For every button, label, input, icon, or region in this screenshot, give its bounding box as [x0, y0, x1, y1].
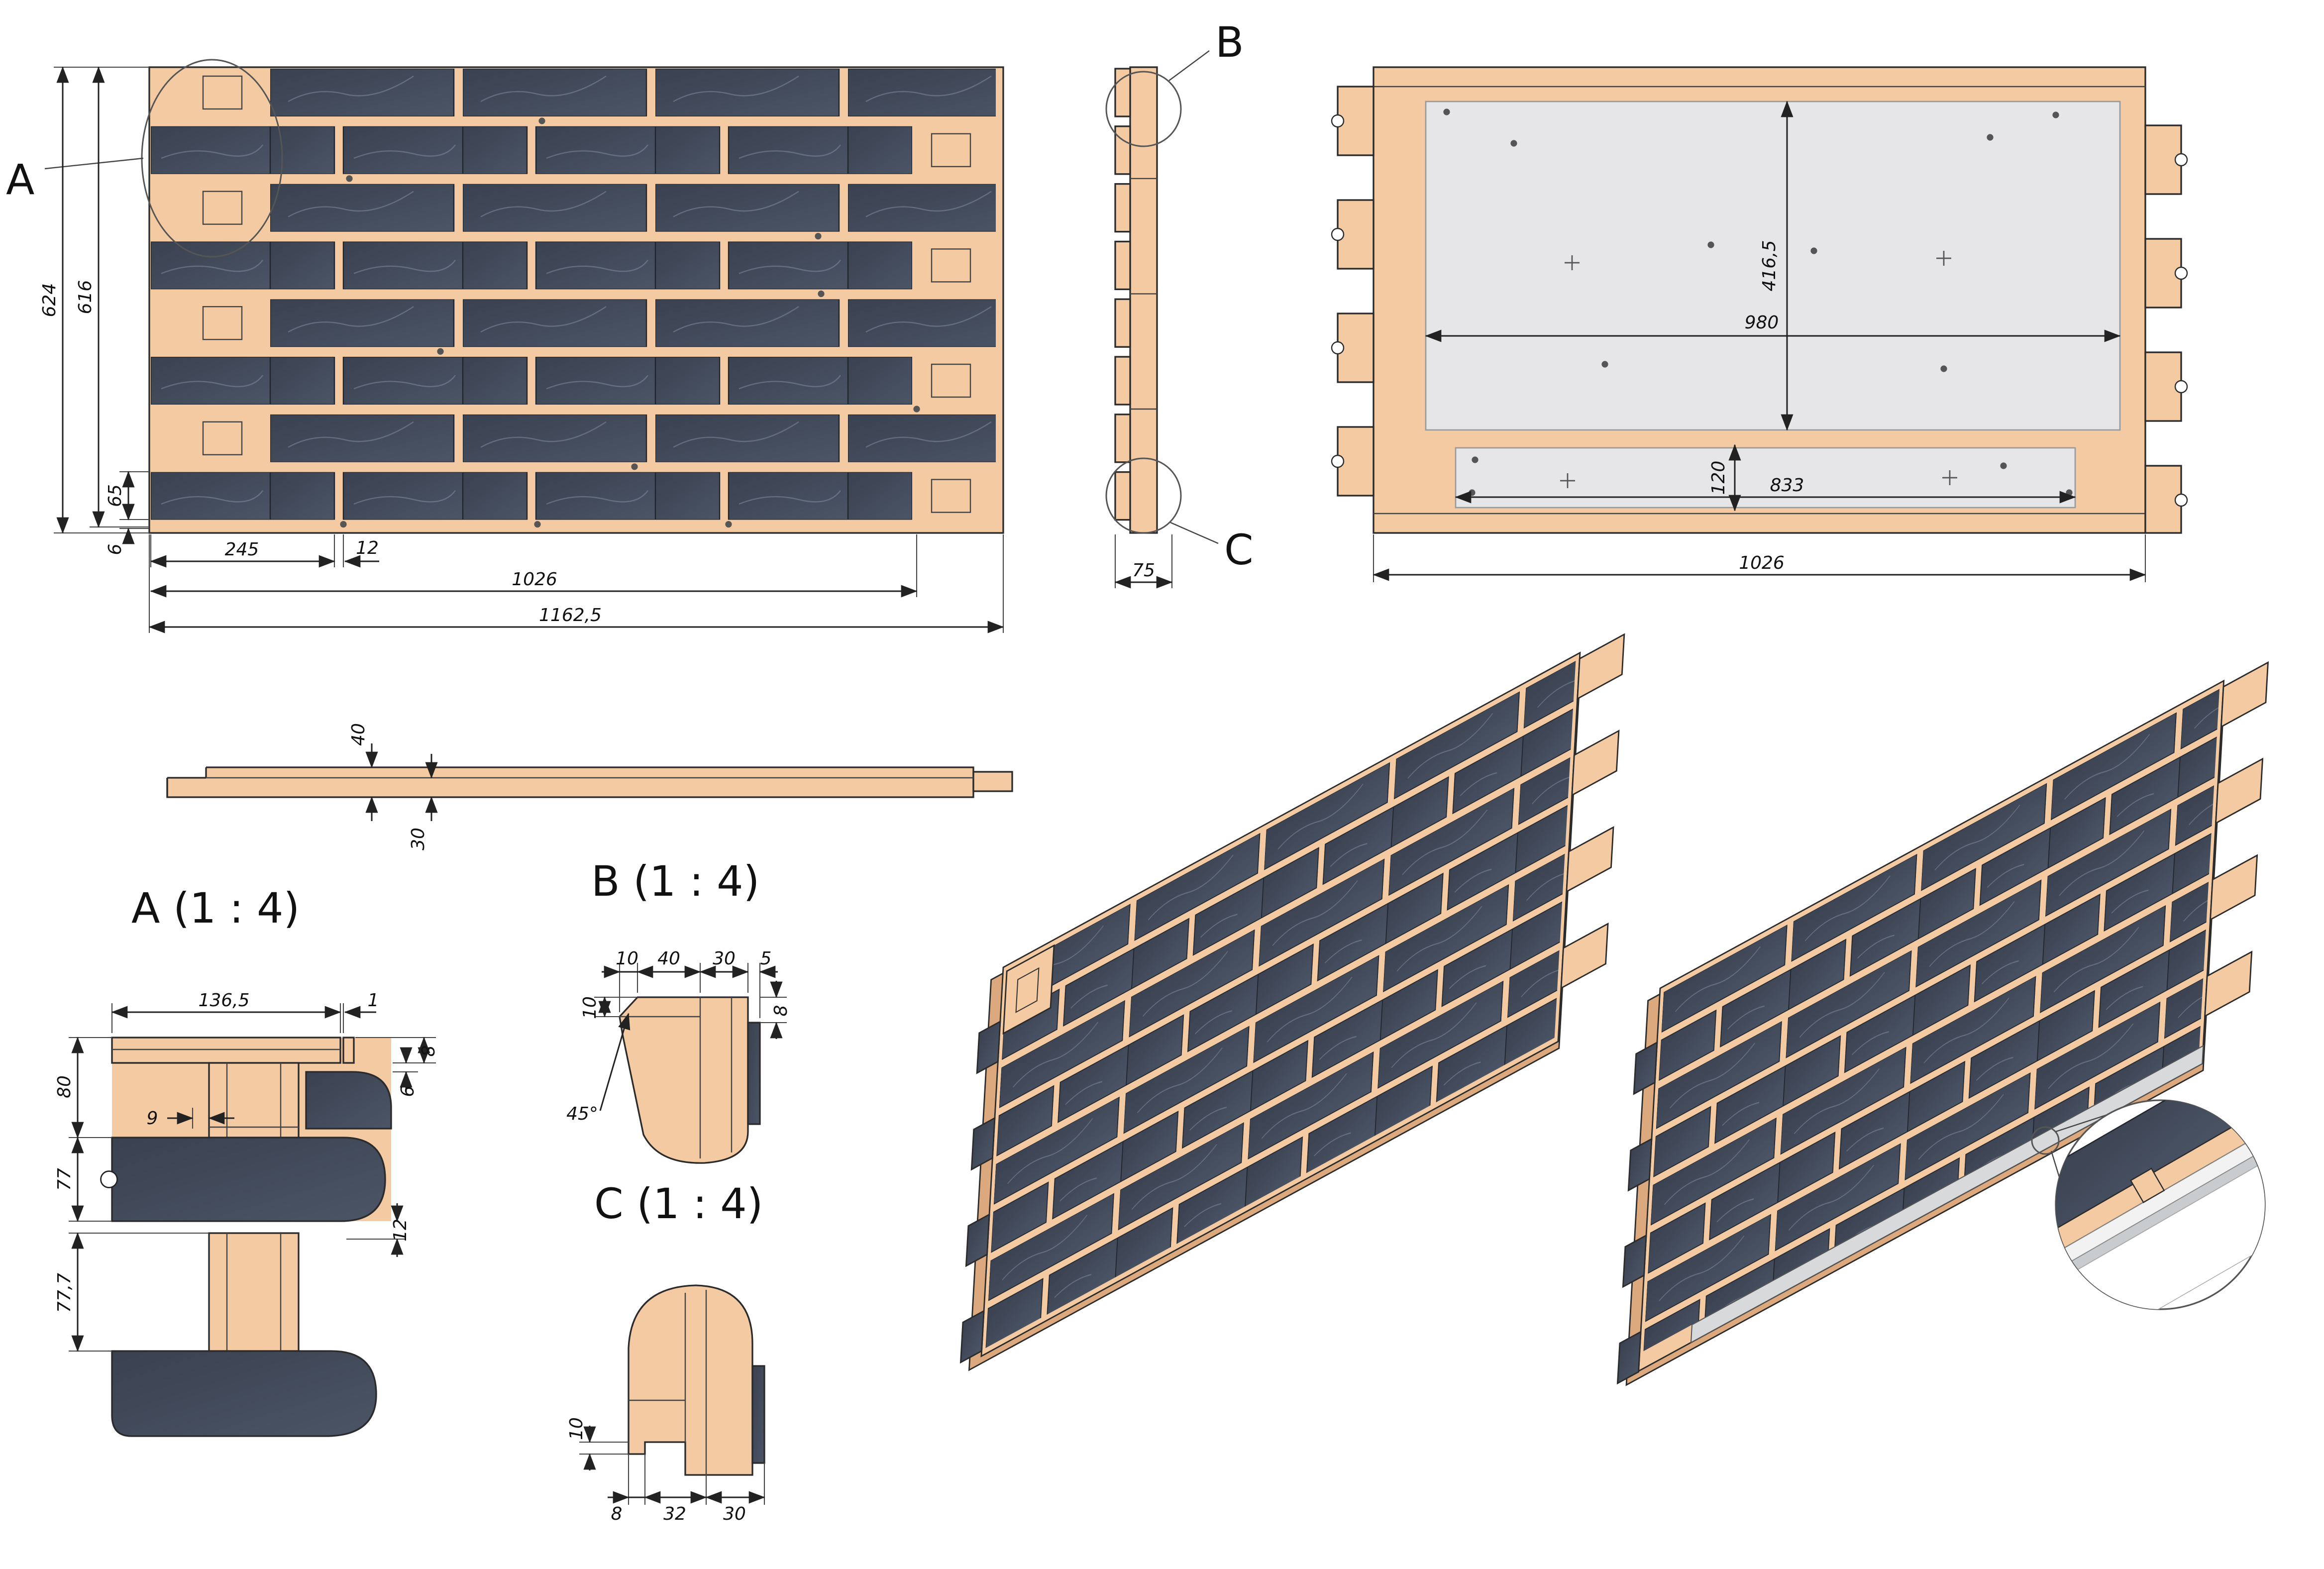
callout-c-label: C: [1224, 525, 1254, 574]
dim-module-width-front: 1026: [512, 569, 557, 590]
dim-brick-height: 65: [105, 484, 125, 507]
dim-c-v10: 10: [566, 1417, 587, 1440]
dim-depth: 75: [1132, 560, 1155, 581]
dim-b-angle: 45°: [566, 1104, 598, 1124]
detail-a-view: A (1 : 4) 136,5 1 8: [54, 884, 439, 1437]
iso-back-brick-field: [1643, 689, 2220, 1352]
callout-b-label: B: [1215, 18, 1244, 67]
dim-joint-width: 12: [356, 538, 379, 558]
iso-front-brick-field: [985, 660, 1576, 1349]
front-tab-slots: [202, 75, 971, 513]
iso-front-fins: [1560, 633, 1625, 990]
callout-a-label: A: [6, 155, 34, 204]
section-step-cut: [165, 766, 206, 778]
detail-c-view: C (1 : 4) 8 32 30 10: [566, 1179, 765, 1524]
dim-thickness-total: 40: [348, 723, 369, 746]
dim-b-v8: 8: [771, 1005, 791, 1017]
detail-b-title: B (1 : 4): [591, 857, 759, 906]
detail-c-brick-strip: [751, 1365, 765, 1464]
dim-strip-height: 120: [1708, 461, 1729, 495]
detail-callout-circle-c: [1105, 457, 1182, 534]
detail-balloon: [2031, 1099, 2266, 1310]
detail-b-brick-strip: [747, 1022, 761, 1125]
iso-back-fins: [2204, 661, 2269, 1018]
section-dimensions: 40 30: [348, 723, 442, 850]
dim-brick-length: 245: [225, 539, 259, 560]
section-right-lip: [972, 771, 1013, 792]
back-view: 416,5 980 120 833 1026: [1331, 66, 2188, 583]
detail-c-dimensions: 8 32 30 10: [566, 1417, 765, 1524]
back-right-tabs: [2144, 124, 2188, 534]
dim-a-h12: 12: [390, 1219, 411, 1242]
side-backing-board: [1129, 66, 1158, 534]
dim-c-8: 8: [611, 1504, 623, 1524]
iso-front-protruding-bricks: [959, 1020, 1001, 1364]
dim-a-t6: 6: [398, 1086, 418, 1097]
detail-b-body: [619, 996, 749, 1164]
iso-front-view: [959, 633, 1625, 1371]
detail-c-body: [628, 1284, 753, 1476]
dim-opening-width: 980: [1745, 313, 1779, 333]
front-dimensions: 624 616 65 6 245 12 1026 1: [39, 66, 1004, 633]
dim-module-width-back: 1026: [1739, 553, 1785, 573]
dim-offset: 6: [105, 544, 125, 555]
callout-c-leader: [1170, 522, 1219, 544]
dim-thickness-board: 30: [408, 828, 428, 850]
front-screws: [340, 117, 920, 528]
callout-b-leader: [1168, 50, 1210, 81]
back-dimensions: 416,5 980 120 833 1026: [1373, 101, 2146, 583]
back-insert-panel: [1425, 101, 2121, 431]
dim-b-30: 30: [713, 948, 736, 969]
detail-a-dimensions: 136,5 1 8 6 80 77 77,7 9: [54, 990, 439, 1352]
detail-c-title: C (1 : 4): [594, 1179, 763, 1228]
dim-b-5: 5: [760, 948, 772, 969]
dim-brick-zone-height: 616: [75, 280, 96, 314]
detail-callout-circle-b: [1105, 71, 1182, 147]
dim-strip-width: 833: [1770, 475, 1804, 496]
dim-overall-height: 624: [39, 283, 60, 317]
dim-a-gap: 1: [368, 990, 379, 1011]
front-view: A 624 616 65 6 245 12: [6, 59, 1004, 633]
callout-a-leader: [44, 157, 144, 170]
iso-back-bottom-rail: [1690, 1045, 2204, 1344]
dim-b-40: 40: [657, 948, 680, 969]
dim-a-t8: 8: [419, 1046, 439, 1057]
detail-b-view: B (1 : 4) 10 40 30 5 10: [566, 857, 791, 1164]
back-left-tabs: [1331, 86, 1374, 497]
side-brick-ends: [1114, 68, 1131, 521]
dim-b-v10: 10: [580, 996, 600, 1019]
dim-a-h77: 77: [54, 1168, 75, 1191]
detail-a-brick-bottom: [111, 1350, 377, 1437]
iso-back-protruding-bricks: [1616, 1041, 1658, 1385]
detail-a-title: A (1 : 4): [131, 884, 300, 933]
back-insert-strip: [1455, 447, 2076, 509]
balloon-source-circle: [2031, 1126, 2060, 1155]
dim-c-30: 30: [723, 1504, 746, 1524]
dim-a-h80: 80: [54, 1075, 75, 1098]
section-board: [166, 766, 974, 798]
detail-a-tab: [208, 1062, 300, 1139]
detail-a-brick-middle: [111, 1137, 386, 1222]
section-view: 40 30: [165, 723, 1013, 850]
dim-b-10: 10: [616, 948, 638, 969]
dim-a-width: 136,5: [198, 990, 249, 1011]
dim-overall-width: 1162,5: [539, 605, 602, 626]
iso-back-view: [1616, 661, 2269, 1386]
dim-c-32: 32: [663, 1504, 686, 1524]
dim-a-h777: 77,7: [54, 1273, 75, 1313]
dim-a-w9: 9: [147, 1108, 158, 1129]
detail-a-brick-top-right: [305, 1071, 392, 1130]
dim-opening-height: 416,5: [1759, 240, 1780, 291]
detail-a-tab-lower: [208, 1232, 300, 1352]
detail-b-dimensions: 10 40 30 5 10 8 45°: [566, 948, 791, 1124]
side-view: B C 75: [1105, 18, 1254, 589]
